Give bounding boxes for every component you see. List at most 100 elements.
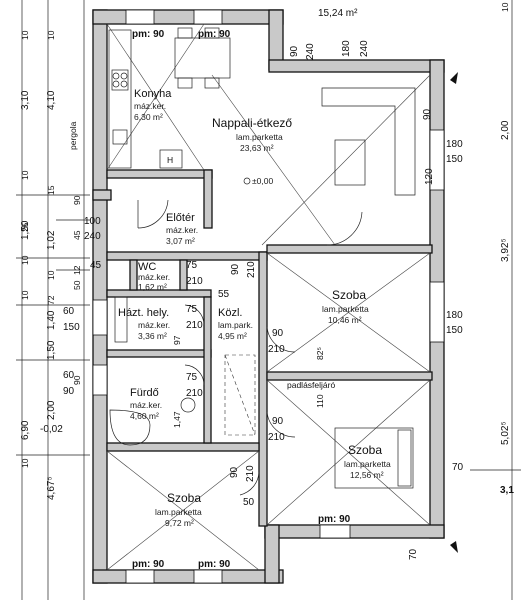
arrow-icon	[450, 541, 458, 553]
svg-text:210: 210	[186, 320, 203, 331]
room-wc: WC máz.ker. 1,62 m²	[138, 261, 170, 292]
svg-text:3,1: 3,1	[500, 485, 514, 496]
svg-text:180: 180	[446, 139, 463, 150]
svg-text:1,50: 1,50	[20, 220, 31, 240]
room-name: WC	[138, 261, 156, 273]
room-szoba-2: Szoba lam.parketta 12,56 m²	[344, 443, 391, 480]
right-chain-dimensions: 2,00 3,92⁵ 5,02⁵ 3,1 10	[500, 2, 514, 496]
svg-text:10: 10	[20, 30, 30, 40]
room-material: máz.ker.	[138, 272, 170, 282]
svg-text:90: 90	[230, 263, 241, 275]
room-area: 9,72 m²	[165, 518, 194, 528]
svg-text:210: 210	[186, 276, 203, 287]
svg-text:240: 240	[84, 231, 101, 242]
room-haztartasi: Házt. hely. máz.ker. 3,36 m²	[118, 307, 170, 341]
svg-text:90: 90	[72, 375, 82, 385]
level-mark: ±0,00	[252, 176, 273, 186]
room-area: 4,60 m²	[130, 411, 159, 421]
window-label: pm: 90	[132, 29, 165, 40]
room-name: Konyha	[134, 88, 172, 100]
room-name: Szoba	[348, 443, 382, 457]
pergola-label: pergola	[68, 121, 78, 150]
svg-text:180: 180	[446, 310, 463, 321]
svg-text:240: 240	[359, 40, 370, 57]
outside-level-label: -0,02	[40, 424, 63, 435]
svg-text:1,40: 1,40	[46, 310, 57, 330]
svg-text:75: 75	[186, 372, 198, 383]
svg-text:50: 50	[243, 497, 255, 508]
svg-text:2,00: 2,00	[46, 400, 57, 420]
room-material: máz.ker.	[166, 225, 198, 235]
svg-text:90: 90	[63, 386, 75, 397]
bed	[334, 427, 414, 489]
room-area: 3,07 m²	[166, 236, 195, 246]
room-area: 3,36 m²	[138, 331, 167, 341]
attic-access-label: padlásfeljáró	[287, 380, 335, 390]
svg-text:4,67⁵: 4,67⁵	[46, 476, 57, 500]
room-material: máz.ker.	[138, 320, 170, 330]
level-marker-icon	[243, 177, 251, 185]
svg-text:1,50: 1,50	[46, 340, 57, 360]
room-name: Nappali-étkező	[212, 116, 292, 130]
window-label: pm: 90	[198, 559, 231, 570]
svg-text:100: 100	[84, 216, 101, 227]
svg-text:H: H	[167, 155, 173, 165]
svg-text:10: 10	[20, 255, 30, 265]
svg-text:10: 10	[46, 270, 56, 280]
svg-text:3,92⁵: 3,92⁵	[500, 238, 511, 262]
room-material: máz.ker.	[134, 101, 166, 111]
svg-text:10: 10	[46, 30, 56, 40]
svg-text:10: 10	[500, 2, 510, 12]
room-material: lam.parketta	[236, 132, 283, 142]
window-label: pm: 90	[318, 514, 351, 525]
svg-text:55: 55	[218, 289, 230, 300]
room-material: lam.parketta	[344, 459, 391, 469]
svg-text:60: 60	[63, 306, 75, 317]
room-szoba-3: Szoba lam.parketta 9,72 m²	[155, 491, 202, 528]
room-area: 1,62 m²	[138, 282, 167, 292]
opening-dimensions: 90 240 180 240 180 150 180 150 90 120 10…	[63, 40, 464, 560]
svg-text:210: 210	[186, 388, 203, 399]
svg-text:90: 90	[229, 466, 240, 478]
room-diagonals	[106, 23, 431, 571]
svg-text:70: 70	[452, 462, 464, 473]
svg-text:70: 70	[408, 548, 419, 560]
room-name: Közl.	[218, 307, 242, 319]
svg-text:10: 10	[20, 458, 30, 468]
room-material: lam.parketta	[155, 507, 202, 517]
room-eloter: Előtér máz.ker. 3,07 m²	[166, 212, 198, 246]
arrows	[450, 72, 458, 553]
room-name: Előtér	[166, 212, 195, 224]
svg-text:210: 210	[268, 432, 285, 443]
svg-text:240: 240	[305, 43, 316, 60]
svg-text:110: 110	[315, 394, 325, 408]
room-konyha: Konyha máz.ker. 6,30 m²	[134, 88, 172, 122]
svg-text:90: 90	[72, 195, 82, 205]
svg-text:180: 180	[341, 40, 352, 57]
svg-text:45: 45	[90, 260, 102, 271]
svg-text:210: 210	[245, 465, 256, 482]
svg-text:4,10: 4,10	[46, 90, 57, 110]
svg-text:150: 150	[446, 154, 463, 165]
room-area: 6,30 m²	[134, 112, 163, 122]
room-area: 23,63 m²	[240, 143, 274, 153]
svg-text:150: 150	[63, 322, 80, 333]
svg-text:97: 97	[172, 335, 182, 345]
top-area-label: 15,24 m²	[318, 8, 358, 19]
svg-text:45: 45	[72, 230, 82, 240]
room-name: Szoba	[332, 288, 366, 302]
right-dimension-lines	[470, 0, 521, 600]
svg-text:1,47: 1,47	[172, 411, 182, 428]
room-kozl: Közl. lam.park. 4,95 m²	[218, 307, 253, 341]
left-dimension-lines	[16, 0, 90, 600]
bath-fixtures	[109, 296, 196, 446]
svg-text:1,02: 1,02	[46, 230, 57, 250]
svg-text:150: 150	[446, 325, 463, 336]
svg-text:75: 75	[186, 260, 198, 271]
svg-text:3,10: 3,10	[20, 90, 31, 110]
sofa	[321, 87, 416, 196]
window-label: pm: 90	[198, 29, 231, 40]
room-area: 12,56 m²	[350, 470, 384, 480]
arrow-icon	[450, 72, 458, 84]
